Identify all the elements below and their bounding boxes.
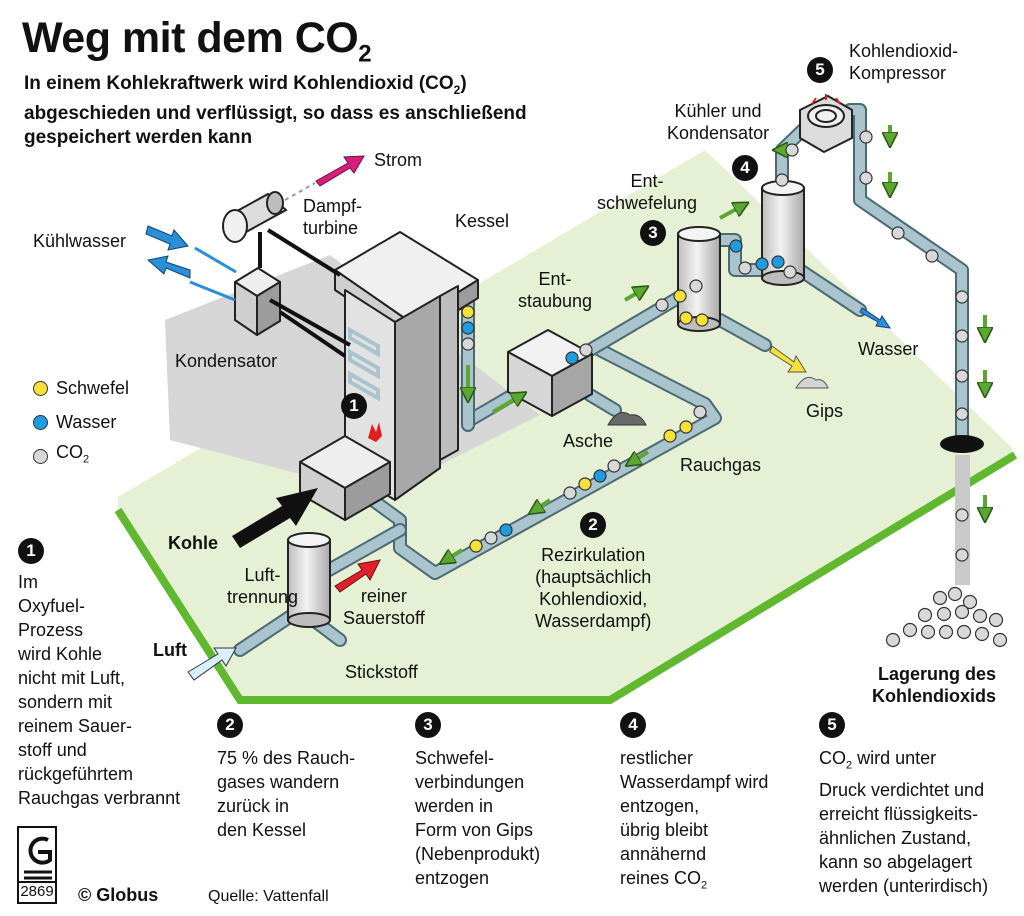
cooling-lines — [189, 246, 237, 302]
coal-arrow — [232, 488, 318, 548]
label-lufttrennung: Luft-trennung — [227, 565, 299, 607]
step-1-number: 1 — [18, 538, 44, 564]
marker-step-2: 2 — [580, 512, 606, 538]
marker-step-5: 5 — [807, 57, 833, 83]
legend-item-schwefel: Schwefel — [33, 371, 129, 405]
step-2-block: 2 75 % des Rauch-gases wandern zurück in… — [217, 712, 355, 842]
marker-step-3: 3 — [640, 220, 666, 246]
label-entstaubung: Ent-staubung — [518, 269, 593, 311]
step-2-number: 2 — [217, 712, 243, 738]
ash-pile — [607, 412, 647, 426]
source-credit: Quelle: Vattenfall — [208, 888, 329, 905]
burner-box — [299, 435, 391, 521]
label-rezirkulation: Rezirkulation (hauptsächlich Kohlendioxi… — [535, 545, 652, 631]
lufttrennung-tower — [287, 532, 331, 628]
gips-pile — [795, 376, 829, 389]
label-rauchgas: Rauchgas — [680, 455, 762, 475]
step-5-number: 5 — [819, 712, 845, 738]
page-title: Weg mit dem CO2 — [22, 14, 372, 68]
label-stickstoff: Stickstoff — [345, 662, 418, 682]
steam-lines — [258, 228, 351, 358]
step-4-number: 4 — [620, 712, 646, 738]
globus-logo-icon — [24, 836, 52, 880]
heat-coils — [348, 326, 380, 402]
copyright: © Globus — [78, 885, 159, 905]
underground-pipe — [955, 455, 970, 585]
label-strom: Strom — [374, 150, 423, 170]
label-kompressor: Kohlendioxid-Kompressor — [849, 41, 959, 83]
label-kondensator: Kondensator — [175, 351, 278, 371]
schwefel-dot-icon — [33, 380, 48, 396]
flame-icon — [368, 422, 382, 442]
legend-item-wasser: Wasser — [33, 405, 129, 439]
label-gips: Gips — [806, 401, 844, 421]
legend: Schwefel Wasser CO2 — [33, 371, 129, 473]
step-3-number: 3 — [415, 712, 441, 738]
co2-dot-icon — [33, 448, 48, 464]
label-wasser: Wasser — [858, 339, 919, 359]
label-kessel: Kessel — [455, 211, 510, 231]
ground-edge — [114, 451, 1018, 704]
label-luft: Luft — [153, 640, 187, 660]
label-kuehlwasser: Kühlwasser — [33, 231, 127, 251]
label-entschwefelung: Ent-schwefelung — [597, 171, 698, 213]
kompressor-unit — [799, 94, 853, 154]
label-asche: Asche — [563, 431, 614, 451]
globus-id: 2869 — [19, 881, 55, 900]
wasser-dot-icon — [33, 414, 48, 430]
kondensator-unit — [234, 267, 281, 336]
marker-step-4: 4 — [732, 155, 758, 181]
kuehler-tower — [761, 180, 805, 286]
label-dampfturbine: Dampf-turbine — [303, 196, 363, 238]
globus-logo: 2869 — [17, 826, 57, 904]
page-subtitle: In einem Kohlekraftwerk wird Kohlendioxi… — [24, 73, 527, 148]
entschwefelung-tower — [677, 226, 721, 332]
dampfturbine-unit — [222, 191, 288, 243]
marker-step-1: 1 — [341, 393, 367, 419]
legend-item-co2: CO2 — [33, 439, 129, 473]
label-kohle: Kohle — [168, 533, 219, 553]
storage-shaft — [940, 435, 984, 453]
